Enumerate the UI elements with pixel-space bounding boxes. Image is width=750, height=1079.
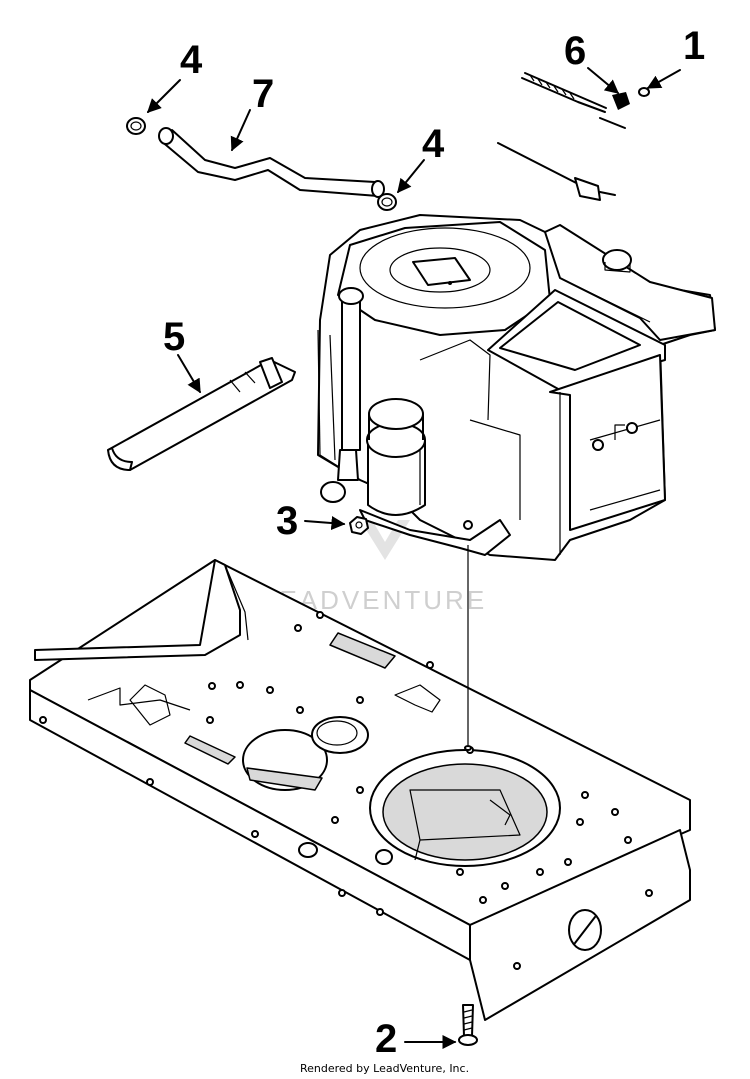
- callout-6: 6: [564, 29, 586, 73]
- callout-4-right: 4: [422, 122, 445, 166]
- hose-clamp-left: [126, 117, 146, 135]
- bolt-part: [458, 1004, 478, 1046]
- callout-2: 2: [375, 1017, 397, 1061]
- callout-3: 3: [276, 499, 298, 543]
- leader-arrows: [147, 67, 681, 1049]
- callout-5: 5: [163, 315, 185, 359]
- chassis-frame: [29, 559, 691, 1021]
- frame-holes: [39, 611, 653, 970]
- footer-credit: Rendered by LeadVenture, Inc.: [300, 1062, 469, 1075]
- cable-clamp-part: [612, 87, 650, 110]
- callout-7: 7: [252, 72, 274, 116]
- engine-assembly: [317, 214, 716, 751]
- callout-4-left: 4: [180, 38, 203, 82]
- throttle-cable-part: [497, 72, 626, 201]
- callout-1: 1: [683, 24, 705, 68]
- callout-labels: 1 2 3 4 4 5 6 7: [163, 24, 705, 1061]
- heat-shield-part: [107, 357, 296, 471]
- hose-clamp-right: [377, 193, 397, 211]
- fuel-line-part: [158, 127, 385, 198]
- nut-part: [349, 516, 369, 535]
